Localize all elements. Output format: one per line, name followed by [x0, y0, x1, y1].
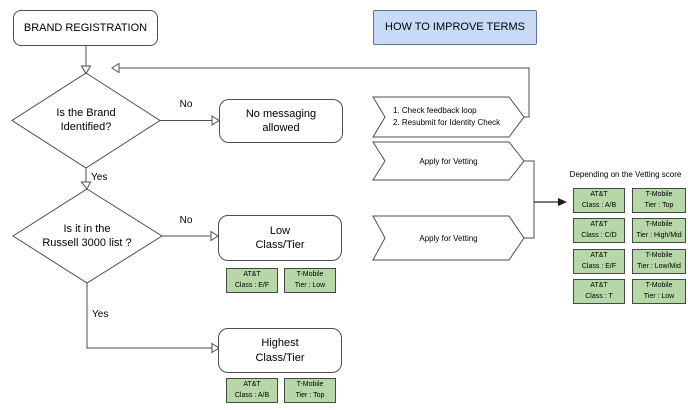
step-chevron-vetting-bottom — [372, 215, 525, 261]
outcome-att-row1: AT&T Class : A/B — [573, 188, 625, 213]
badge-carrier: T-Mobile — [645, 191, 673, 199]
badge-low-tmobile: T-Mobile Tier : Low — [284, 268, 336, 293]
connector-feedback-loop — [119, 67, 530, 118]
badge-value: Class : E/F — [581, 262, 617, 270]
outcome-tmobile-row3: T-Mobile Tier : Low/Mid — [632, 249, 686, 274]
badge-carrier: AT&T — [243, 381, 261, 389]
how-to-improve-terms-header: HOW TO IMPROVE TERMS — [373, 10, 537, 45]
feedback-step-text: 1. Check feedback loop 2. Resubmit for I… — [393, 106, 501, 127]
arrowhead-into-diamond1-icon — [80, 65, 92, 75]
arrowhead-feedback-left-icon — [111, 62, 120, 74]
edge-label-d1-yes: Yes — [91, 172, 108, 183]
badge-value: Tier : Top — [644, 201, 674, 209]
step-chevron-feedback — [372, 96, 525, 138]
badge-carrier: AT&T — [590, 221, 608, 229]
low-class-tier-box: Low Class/Tier — [218, 215, 342, 261]
vetting-top-step-text: Apply for Vetting — [419, 157, 478, 166]
badge-carrier: T-Mobile — [645, 221, 673, 229]
badge-value: Tier : Top — [295, 391, 325, 399]
badge-carrier: T-Mobile — [645, 252, 673, 260]
outcome-tmobile-row1: T-Mobile Tier : Top — [632, 188, 686, 213]
badge-carrier: T-Mobile — [296, 381, 324, 389]
arrowhead-into-diamond2-icon — [80, 181, 92, 190]
badge-value: Class : C/D — [581, 231, 617, 239]
badge-carrier: T-Mobile — [296, 271, 324, 279]
diamond1-question: Is the Brand Identified? — [56, 107, 116, 134]
vetting-score-caption: Depending on the Vetting score — [569, 170, 682, 179]
outcome-tmobile-row4: T-Mobile Tier : Low — [632, 279, 686, 304]
badge-value: Tier : High/Mid — [636, 231, 682, 239]
badge-carrier: AT&T — [243, 271, 261, 279]
vetting-bottom-step-text: Apply for Vetting — [419, 234, 478, 243]
badge-value: Tier : Low/Mid — [637, 262, 681, 270]
arrowhead-into-no-messaging-icon — [211, 115, 220, 126]
outcome-att-row4: AT&T Class : T — [573, 279, 625, 304]
edge-label-d1-no: No — [179, 99, 193, 110]
step-chevron-vetting-top — [372, 141, 525, 181]
badge-carrier: AT&T — [590, 191, 608, 199]
connector-diamond2-yes — [86, 283, 212, 349]
badge-value: Class : T — [585, 292, 613, 300]
edge-label-d2-no: No — [179, 215, 193, 226]
badge-carrier: T-Mobile — [645, 282, 673, 290]
badge-carrier: AT&T — [590, 252, 608, 260]
arrowhead-into-highest-icon — [211, 342, 220, 354]
connector-vetting-join — [524, 160, 535, 239]
edge-label-d2-yes: Yes — [92, 309, 109, 320]
badge-carrier: AT&T — [590, 282, 608, 290]
no-messaging-allowed-box: No messaging allowed — [219, 99, 343, 143]
brand-registration-box: BRAND REGISTRATION — [13, 10, 158, 46]
badge-highest-att: AT&T Class : A/B — [226, 378, 278, 403]
badge-value: Class : E/F — [234, 281, 270, 289]
outcome-tmobile-row2: T-Mobile Tier : High/Mid — [632, 218, 686, 243]
diamond2-question: Is it in the Russell 3000 list ? — [42, 223, 132, 250]
badge-value: Tier : Low — [294, 281, 326, 289]
badge-low-att: AT&T Class : E/F — [226, 268, 278, 293]
badge-highest-tmobile: T-Mobile Tier : Top — [284, 378, 336, 403]
outcome-att-row2: AT&T Class : C/D — [573, 218, 625, 243]
arrowhead-into-low-icon — [210, 230, 219, 242]
outcome-att-row3: AT&T Class : E/F — [573, 249, 625, 274]
badge-value: Class : A/B — [581, 201, 617, 209]
highest-class-tier-box: Highest Class/Tier — [218, 328, 342, 373]
badge-value: Class : A/B — [234, 391, 270, 399]
arrowhead-into-outcomes-icon — [558, 198, 567, 206]
badge-value: Tier : Low — [643, 292, 675, 300]
